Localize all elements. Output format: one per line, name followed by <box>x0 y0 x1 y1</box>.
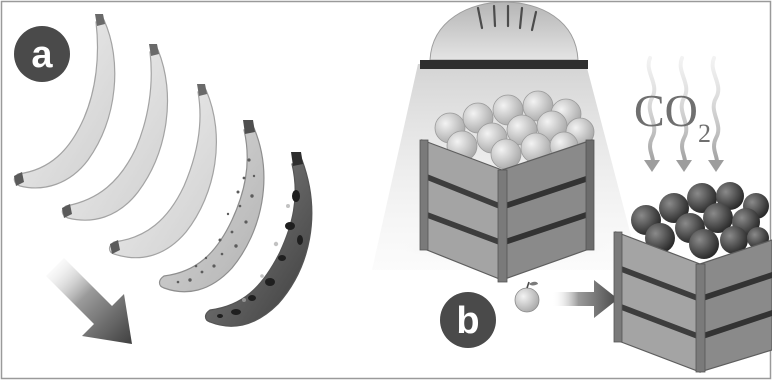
badge-a-label: a <box>31 34 53 76</box>
badge-a: a <box>14 26 70 82</box>
co2-formula: CO <box>634 85 698 136</box>
crate-of-light-apples <box>420 91 594 282</box>
badge-b: b <box>440 292 496 348</box>
badge-b-label: b <box>456 300 479 342</box>
co2-subscript: 2 <box>698 119 711 148</box>
